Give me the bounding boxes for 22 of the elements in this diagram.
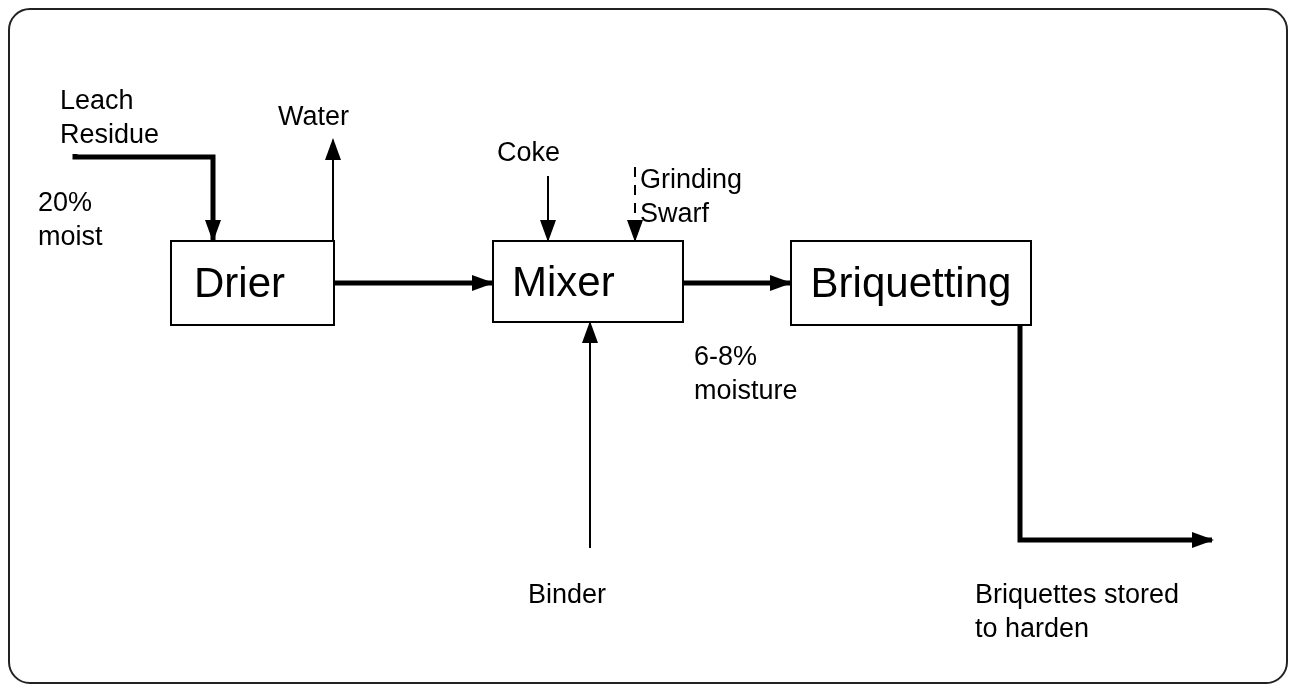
arrow bbox=[325, 138, 341, 241]
condition-note: 20% moist bbox=[38, 186, 104, 253]
process-label: Briquetting bbox=[810, 259, 1012, 307]
arrow bbox=[540, 175, 556, 242]
process-box bbox=[790, 240, 1032, 326]
stream-label: Water bbox=[278, 100, 350, 133]
stream-label: Binder bbox=[528, 578, 608, 611]
arrow bbox=[684, 275, 792, 291]
condition-note: 6-8% moisture bbox=[694, 340, 799, 407]
process-label: Mixer bbox=[512, 257, 615, 306]
arrow bbox=[1017, 326, 1214, 548]
stream-label: Coke bbox=[497, 136, 562, 169]
arrow bbox=[72, 154, 221, 242]
process-box bbox=[170, 240, 335, 326]
process-label: Drier bbox=[194, 259, 285, 307]
arrow bbox=[582, 321, 598, 549]
arrow bbox=[627, 166, 643, 242]
stream-label: Leach Residue bbox=[60, 84, 161, 151]
process-box bbox=[492, 240, 684, 323]
stream-label: Briquettes stored to harden bbox=[975, 578, 1181, 645]
stream-label: Grinding Swarf bbox=[640, 163, 744, 230]
arrow bbox=[335, 275, 494, 291]
